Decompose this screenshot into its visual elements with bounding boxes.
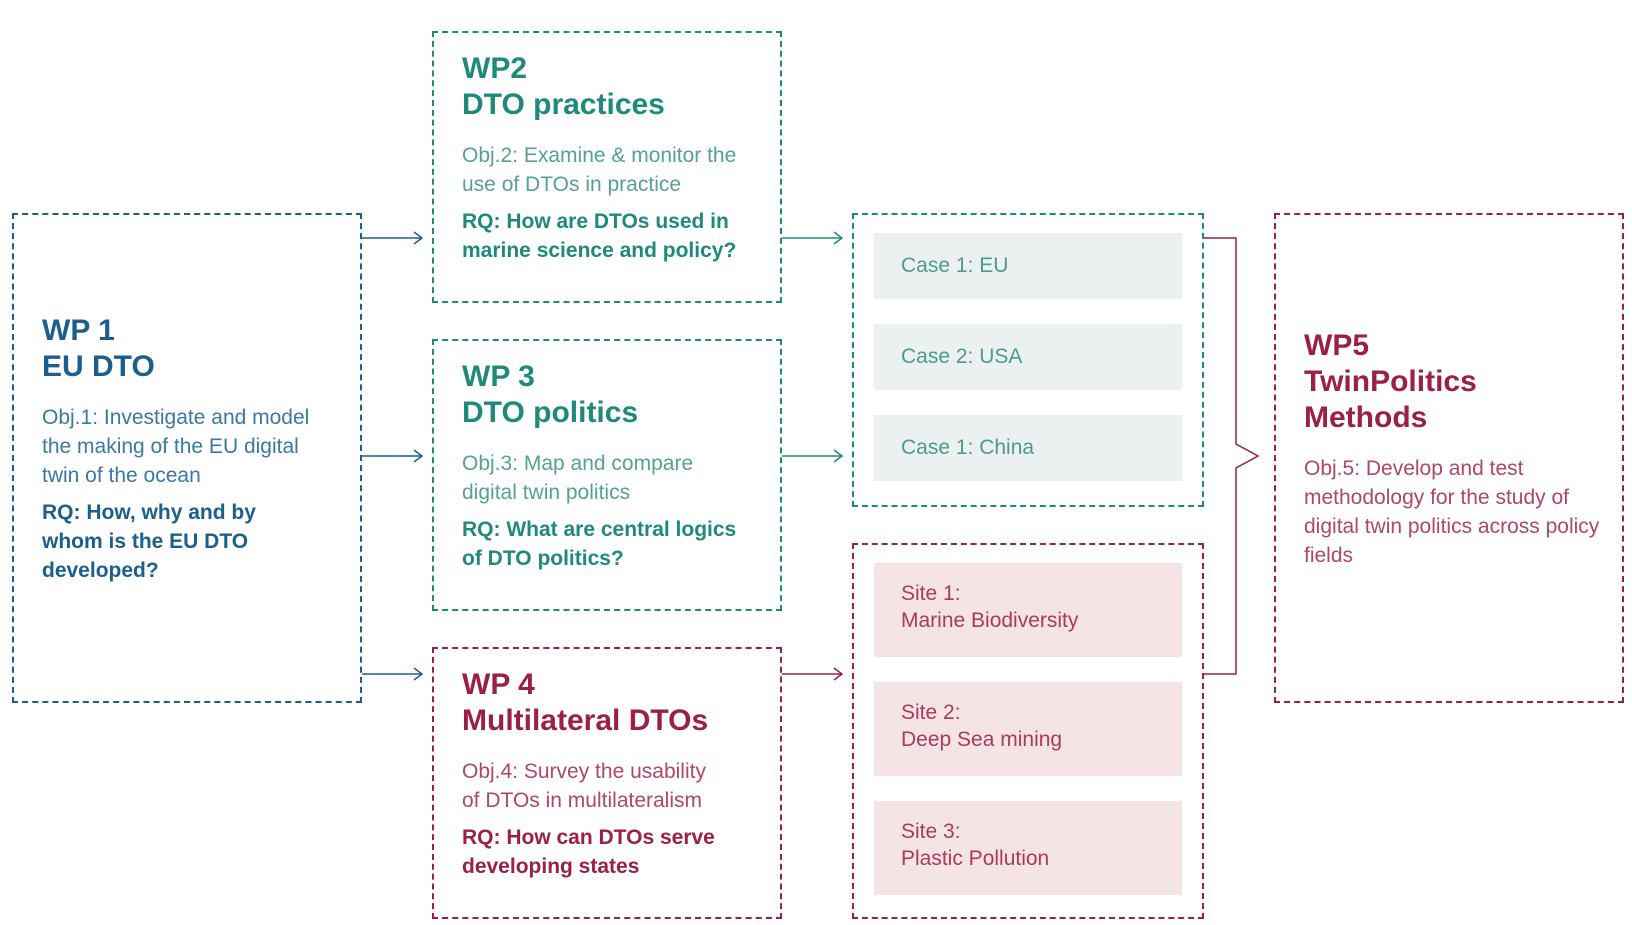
wp2-objective: Obj.2: Examine & monitor the use of DTOs… [462, 144, 737, 196]
case-item: Case 2: USA [874, 324, 1182, 390]
site-item: Site 2: Deep Sea mining [874, 682, 1182, 776]
wp4-title: WP 4 Multilateral DTOs [462, 668, 709, 737]
wp1-title: WP 1 EU DTO [42, 314, 155, 383]
bracket-to-wp5 [1204, 237, 1260, 675]
case-item: Case 1: China [874, 415, 1182, 481]
wp4-box: WP 4 Multilateral DTOs Obj.4: Survey the… [432, 647, 782, 919]
wp3-title: WP 3 DTO politics [462, 360, 639, 429]
wp2-title: WP2 DTO practices [462, 52, 665, 121]
sites-box: Site 1: Marine Biodiversity Site 2: Deep… [852, 543, 1204, 919]
wp2-research-question: RQ: How are DTOs used in marine science … [462, 210, 737, 262]
wp5-title: WP5 TwinPolitics Methods [1304, 329, 1477, 434]
wp4-objective: Obj.4: Survey the usability of DTOs in m… [462, 760, 706, 812]
wp3-research-question: RQ: What are central logics of DTO polit… [462, 518, 737, 570]
wp1-box: WP 1 EU DTO Obj.1: Investigate and model… [12, 213, 362, 703]
wp2-box: WP2 DTO practices Obj.2: Examine & monit… [432, 31, 782, 303]
wp5-objective: Obj.5: Develop and test methodology for … [1304, 457, 1600, 567]
wp3-box: WP 3 DTO politics Obj.3: Map and compare… [432, 339, 782, 611]
case-item: Case 1: EU [874, 233, 1182, 299]
wp3-objective: Obj.3: Map and compare digital twin poli… [462, 452, 694, 504]
wp5-box: WP5 TwinPolitics Methods Obj.5: Develop … [1274, 213, 1624, 703]
site-item: Site 1: Marine Biodiversity [874, 563, 1182, 657]
site-item: Site 3: Plastic Pollution [874, 801, 1182, 895]
wp1-research-question: RQ: How, why and by whom is the EU DTO d… [42, 501, 256, 582]
cases-box: Case 1: EU Case 2: USA Case 1: China [852, 213, 1204, 507]
wp1-objective: Obj.1: Investigate and model the making … [42, 406, 310, 487]
wp4-research-question: RQ: How can DTOs serve developing states [462, 826, 715, 878]
